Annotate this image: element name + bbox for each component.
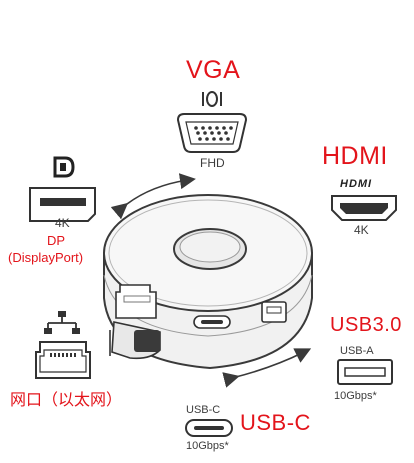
dp-label-full: (DisplayPort) xyxy=(8,250,84,265)
displayport-port-icon xyxy=(29,187,96,222)
usb3-label: USB3.0 xyxy=(330,314,402,336)
usb-a-port-icon xyxy=(337,359,393,385)
hdmi-label: HDMI xyxy=(322,142,388,170)
dp-label: DP xyxy=(47,233,66,248)
usb-a-speed: 10Gbps* xyxy=(334,390,377,402)
dp-spec-4k: 4K xyxy=(55,216,70,230)
usb-c-spec: USB-C xyxy=(186,404,221,416)
vga-symbol-icon xyxy=(202,91,222,107)
usb-c-speed: 10Gbps* xyxy=(186,440,229,452)
hdmi-spec-4k: 4K xyxy=(354,223,369,237)
rotation-arrow-lower xyxy=(222,348,312,388)
vga-spec-fhd: FHD xyxy=(200,156,225,170)
hdmi-logo-text: HDMI xyxy=(340,178,373,190)
vga-port-icon xyxy=(176,113,248,153)
usb-c-port-icon xyxy=(185,419,233,437)
usb-c-hub-device xyxy=(103,194,313,370)
ethernet-network-symbol-icon xyxy=(44,311,80,334)
usb-a-spec: USB-A xyxy=(340,345,374,357)
hdmi-port-icon xyxy=(331,195,397,221)
usb-c-label: USB-C xyxy=(240,410,311,435)
ethernet-port-icon xyxy=(35,341,91,379)
displayport-logo-icon xyxy=(53,156,75,178)
vga-label: VGA xyxy=(186,56,241,84)
ethernet-label: 网口（以太网） xyxy=(10,392,123,409)
rotation-arrow-upper xyxy=(110,173,196,220)
